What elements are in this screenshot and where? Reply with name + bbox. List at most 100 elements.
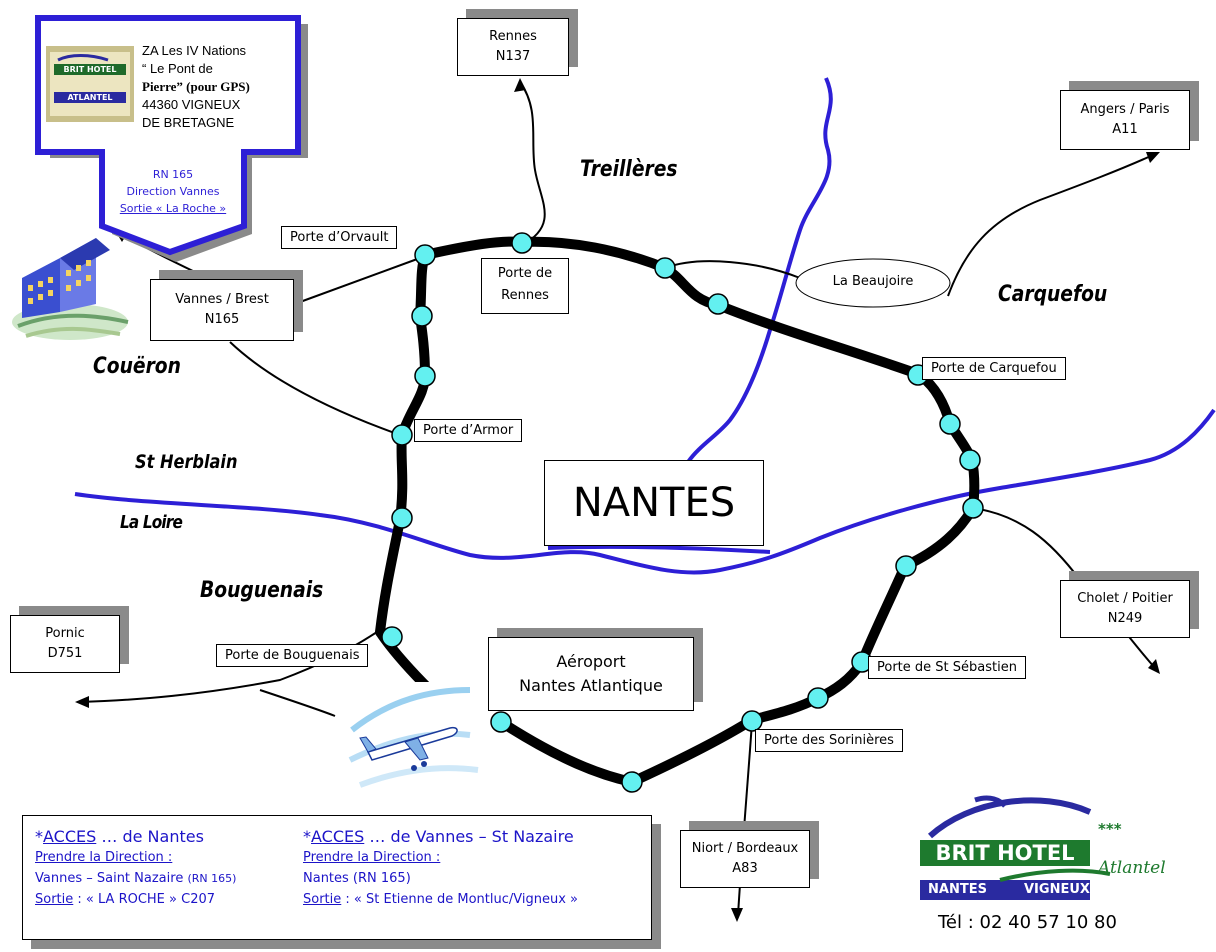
interchange-west-1[interactable] [391,507,413,529]
destination-pornic[interactable]: Pornic D751 [10,615,120,673]
address-line: DE BRETAGNE [142,115,235,130]
town-bouguenais: Bouguenais [200,578,324,603]
destination-niort[interactable]: Niort / Bordeaux A83 [680,830,810,888]
interchange-west-3[interactable] [411,305,433,327]
destination-road: A83 [732,861,758,876]
interchange-bouguenais[interactable] [381,626,403,648]
destination-name: Vannes / Brest [175,292,269,307]
window [76,265,81,271]
interchange-west-2[interactable] [414,365,436,387]
arrow-niort [731,908,743,922]
window [86,275,91,281]
interchange-sorinieres[interactable] [741,710,763,732]
label-porte-carquefou: Porte de Carquefou [922,357,1066,380]
hotel-phone[interactable]: Tél : 02 40 57 10 80 [938,912,1117,933]
window [38,281,43,287]
window [28,298,33,304]
interchange-armor[interactable] [391,424,413,446]
destination-cholet[interactable]: Cholet / Poitier N249 [1060,580,1190,638]
interchange-east-2[interactable] [939,413,961,435]
exit-value: : « St Etienne de Montluc/Vigneux » [341,892,579,907]
card-logo-top-text: BRIT HOTEL [63,65,117,74]
building-left [22,258,60,318]
destination-name: Angers / Paris [1080,102,1170,117]
exit-line: Sortie : « LA ROCHE » C207 [35,889,236,910]
access-from-nantes: *ACCES … de Nantes Prendre la Direction … [35,826,236,910]
window [28,285,33,291]
label-porte-orvault: Porte d’Orvault [281,226,398,249]
address-line: 44360 VIGNEUX [142,97,241,112]
access-nantes-title: *ACCES … de Nantes [35,826,236,847]
interchanges [381,232,984,793]
porte-rennes-line1: Porte de [497,266,553,281]
route-exit[interactable]: Sortie « La Roche » [119,202,227,215]
destination-airport[interactable]: Aéroport Nantes Atlantique [488,637,694,711]
destination-road: D751 [47,646,83,661]
logo-swoosh-green [999,868,1111,882]
title-star: * [35,827,43,846]
card-logo-bar-top [54,64,126,75]
logo-city-vigneux: VIGNEUX [1024,882,1090,897]
label-beaujoire: La Beaujoire [832,274,914,289]
road-beaujoire [664,260,801,279]
road-cholet [972,507,1156,669]
title-acces: ACCES [311,827,365,846]
window [48,290,53,296]
erdre-river [686,77,833,464]
interchange-se-2[interactable] [807,687,829,709]
interchange-east-1[interactable] [707,293,729,315]
road-rennes [519,81,546,246]
direction-road: (RN 165) [187,872,237,885]
logo-green-bar [920,840,1090,866]
airplane-engine [411,765,417,771]
interchange-rennes[interactable] [511,232,533,254]
road-niort [737,721,753,916]
loire-river [74,408,1216,575]
airplane-streak-2 [348,730,471,763]
label-porte-st-sebastien: Porte de St Sébastien [868,656,1026,679]
exit-value: : « LA ROCHE » C207 [73,892,216,907]
window [48,277,53,283]
interchange-airport[interactable] [490,711,512,733]
destination-rennes[interactable]: Rennes N137 [457,18,569,76]
town-st-herblain: St Herblain [135,451,238,473]
interchange-south[interactable] [621,771,643,793]
window [76,280,81,286]
airport-line1: Aéroport [556,652,626,671]
airport-line2: Nantes Atlantique [519,676,663,695]
exit-label: Sortie [303,892,342,907]
airplane-engine [421,761,427,767]
road-pornic-2 [259,689,336,717]
address-line: Pierre” (pour GPS) [142,79,250,94]
destination-name: Cholet / Poitier [1077,591,1173,606]
logo-brand: BRIT HOTEL [935,841,1075,865]
loire-branch [547,544,771,554]
destination-name: Pornic [45,626,85,641]
destination-vannes[interactable]: Vannes / Brest N165 [150,279,294,341]
airplane-wing [404,737,429,761]
label-porte-bouguenais: Porte de Bouguenais [216,644,369,667]
card-logo-bottom-text: ATLANTEL [67,93,113,102]
logo-swoosh-blue-2 [927,797,1092,839]
window [86,260,91,266]
interchange-se-1[interactable] [895,555,917,577]
card-logo-inner [50,52,130,116]
interchange-orvault[interactable] [414,244,436,266]
town-treilleres: Treillères [580,157,678,182]
city-label: NANTES [544,460,764,546]
title-rest: … de Vannes – St Nazaire [364,827,574,846]
interchange-east-3[interactable] [959,449,981,471]
destination-road: N137 [495,49,531,64]
destination-road: N165 [204,312,240,327]
building-windows [28,260,91,304]
direction-value: Nantes (RN 165) [303,871,411,886]
airplane-tail [359,736,377,753]
direction-value: Vannes – Saint Nazaire (RN 165) [35,868,236,889]
destination-angers[interactable]: Angers / Paris A11 [1060,90,1190,150]
title-rest: … de Nantes [96,827,204,846]
interchange-east-4[interactable] [962,497,984,519]
road-coueron [229,341,401,436]
card-logo [46,46,134,122]
interchange-beaujoire[interactable] [654,257,676,279]
